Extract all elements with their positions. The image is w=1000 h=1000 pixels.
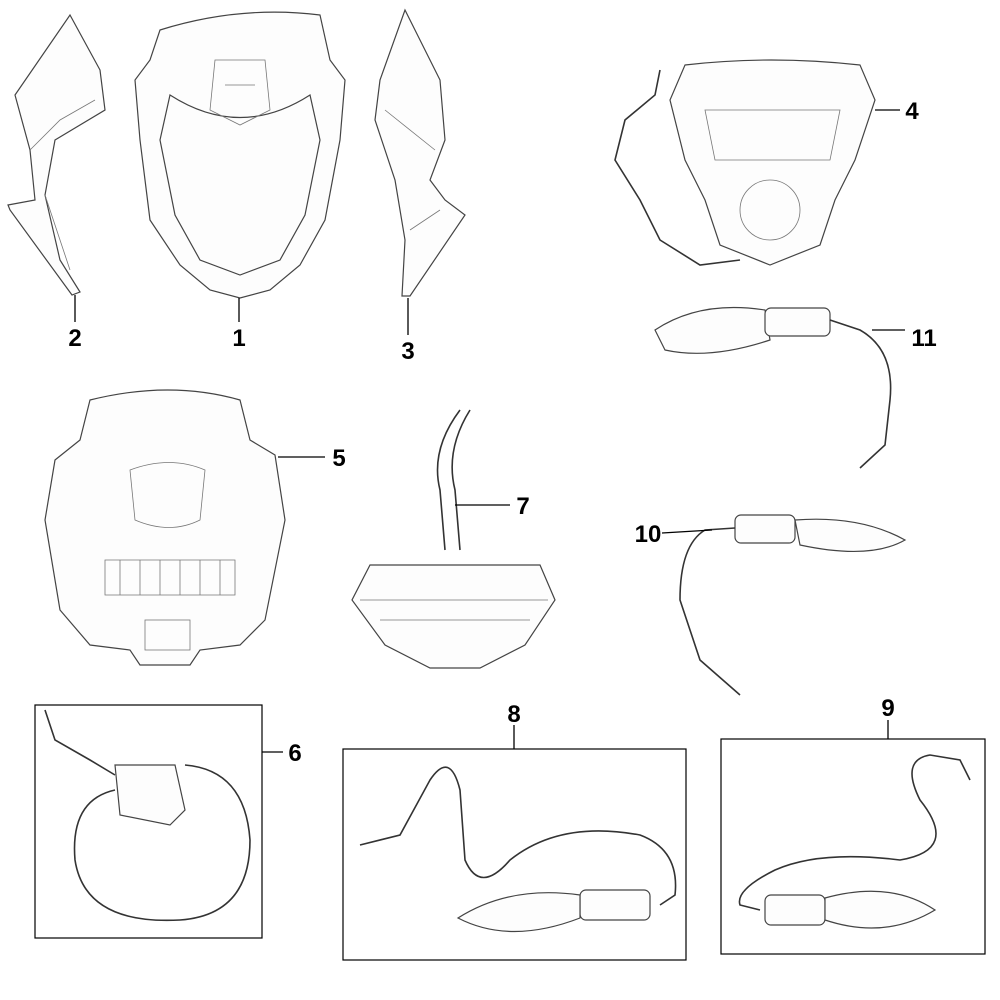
- callout-10[interactable]: 10: [635, 521, 662, 548]
- leader-line-10: [661, 529, 713, 534]
- callout-8[interactable]: 8: [507, 701, 520, 728]
- part-10-turn-signal[interactable]: [679, 514, 907, 696]
- part-9-rear-turn-signal[interactable]: [738, 754, 971, 929]
- callout-5[interactable]: 5: [332, 445, 345, 472]
- part-9-box: [720, 738, 986, 955]
- part-7-tail-light[interactable]: [351, 409, 556, 669]
- callout-1[interactable]: 1: [232, 325, 245, 352]
- part-3-right-fairing[interactable]: [374, 8, 466, 297]
- callout-11[interactable]: 11: [911, 325, 936, 352]
- part-11-turn-signal[interactable]: [654, 306, 892, 469]
- part-4-headlight[interactable]: [614, 59, 876, 266]
- part-2-left-fairing[interactable]: [7, 13, 106, 296]
- part-5-inner-panel[interactable]: [44, 389, 286, 666]
- part-6-license-light[interactable]: [44, 709, 251, 922]
- part-6-box: [34, 704, 263, 939]
- callout-7[interactable]: 7: [516, 493, 529, 520]
- callout-6[interactable]: 6: [288, 740, 301, 767]
- callout-9[interactable]: 9: [881, 695, 894, 722]
- callout-4[interactable]: 4: [905, 98, 919, 125]
- part-8-rear-turn-signal[interactable]: [359, 766, 677, 933]
- part-1-front-cowl[interactable]: [134, 11, 346, 299]
- callout-2[interactable]: 2: [68, 325, 81, 352]
- callout-3[interactable]: 3: [401, 338, 414, 365]
